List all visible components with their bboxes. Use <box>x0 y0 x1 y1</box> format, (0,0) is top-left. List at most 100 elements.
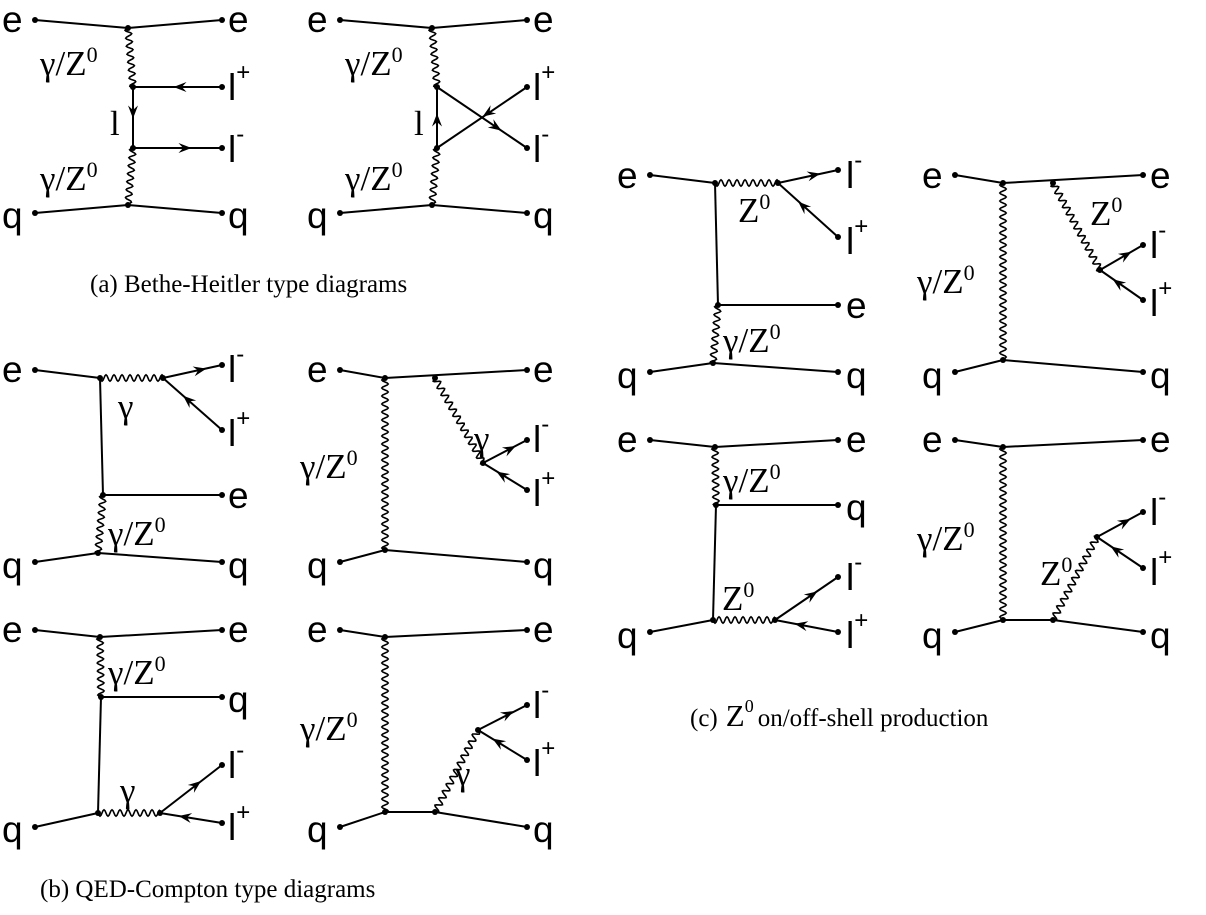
vertex <box>432 809 438 815</box>
label-gamma-z0: γ/Z0 <box>39 157 98 198</box>
label-gamma-z0: γ/Z0 <box>916 260 975 301</box>
electron-line <box>384 369 528 379</box>
vertex <box>480 460 486 466</box>
vertex <box>835 574 841 580</box>
diagram-z0-quark-1: e e q q γ/Z0 Z0 l- l+ <box>617 419 868 656</box>
z0-line <box>712 615 776 625</box>
vertex <box>647 437 653 443</box>
vertex <box>475 727 481 733</box>
label-gamma: γ <box>119 771 135 810</box>
label-lepton-plus: l+ <box>228 59 250 108</box>
label-gamma-z0: γ/Z0 <box>107 512 166 553</box>
vertex <box>1140 369 1146 375</box>
label-q: q <box>533 195 554 236</box>
electron-line <box>127 19 223 29</box>
label-q: q <box>228 545 249 586</box>
vertex <box>429 25 435 31</box>
vertex <box>130 145 136 151</box>
diagram-z0-electron-1: e e q q Z0 γ/Z0 l- l+ <box>617 147 868 396</box>
lepton-line <box>1099 269 1144 301</box>
vertex <box>382 547 388 553</box>
boson-line <box>710 446 721 506</box>
label-lepton-plus: l+ <box>846 213 868 262</box>
boson-line <box>380 636 390 813</box>
electron-line <box>339 19 433 29</box>
vertex <box>432 375 438 381</box>
label-e: e <box>922 155 943 196</box>
quark-line <box>339 811 386 828</box>
vertex <box>337 824 343 830</box>
label-lepton: l <box>110 104 120 143</box>
label-q: q <box>2 195 23 236</box>
vertex <box>835 437 841 443</box>
boson-line <box>95 636 106 698</box>
vertex <box>219 17 225 23</box>
label-lepton-plus: l+ <box>533 59 555 108</box>
vertex <box>524 145 530 151</box>
boson-line <box>124 147 137 206</box>
label-e: e <box>228 475 249 516</box>
vertex <box>713 502 719 508</box>
quark-line <box>649 619 714 633</box>
label-gamma-z0: γ/Z0 <box>39 42 98 83</box>
electron-line <box>34 369 101 379</box>
quark-line <box>339 204 433 214</box>
vertex <box>524 757 530 763</box>
diagram-bethe-heitler-1: e e q q γ/Z0 γ/Z0 l l+ l- <box>2 0 250 236</box>
label-e: e <box>922 419 943 460</box>
label-e: e <box>533 349 554 390</box>
z0-line <box>1050 182 1102 272</box>
boson-line <box>998 446 1008 621</box>
arrow-icon <box>1110 546 1125 558</box>
arrow-icon <box>501 446 516 457</box>
arrow-icon <box>798 201 812 215</box>
arrow-icon <box>128 105 138 119</box>
vertex <box>1000 617 1006 623</box>
boson-line <box>123 27 137 88</box>
label-lepton-minus: l- <box>846 147 862 196</box>
boson-line <box>380 377 390 551</box>
label-q: q <box>922 355 943 396</box>
lepton-line <box>777 182 839 238</box>
vertex <box>524 437 530 443</box>
photon-line <box>99 373 164 383</box>
label-z0: Z0 <box>722 577 754 618</box>
vertex <box>95 810 101 816</box>
label-lepton-plus: l+ <box>533 735 555 784</box>
label-gamma-z0: γ/Z0 <box>916 517 975 558</box>
label-lepton-minus: l- <box>228 341 244 390</box>
label-e: e <box>2 0 23 40</box>
label-lepton: l <box>414 104 424 143</box>
lepton-line <box>1096 536 1144 569</box>
label-gamma-z0: γ/Z0 <box>722 319 781 360</box>
vertex <box>219 210 225 216</box>
vertex <box>97 375 103 381</box>
arrow-icon <box>178 813 193 823</box>
vertex <box>1140 509 1146 515</box>
vertex <box>1140 242 1146 248</box>
arrow-icon <box>496 471 511 483</box>
vertex <box>219 559 225 565</box>
label-gamma-z0: γ/Z0 <box>299 445 358 486</box>
vertex <box>775 180 781 186</box>
label-q: q <box>2 545 23 586</box>
quark-line <box>431 204 528 214</box>
lepton-line <box>477 704 528 731</box>
vertex <box>97 634 103 640</box>
vertex <box>98 694 104 700</box>
vertex <box>1000 180 1006 186</box>
z0-line <box>1052 535 1099 622</box>
vertex <box>1140 565 1146 571</box>
vertex <box>32 559 38 565</box>
electron-line <box>339 369 386 379</box>
label-e: e <box>228 0 249 40</box>
vertex <box>219 145 225 151</box>
label-z0: Z0 <box>738 189 770 230</box>
label-q: q <box>2 809 23 850</box>
vertex <box>835 302 841 308</box>
lepton-line <box>162 364 223 379</box>
label-e: e <box>1150 155 1171 196</box>
vertex <box>1000 444 1006 450</box>
vertex <box>524 702 530 708</box>
